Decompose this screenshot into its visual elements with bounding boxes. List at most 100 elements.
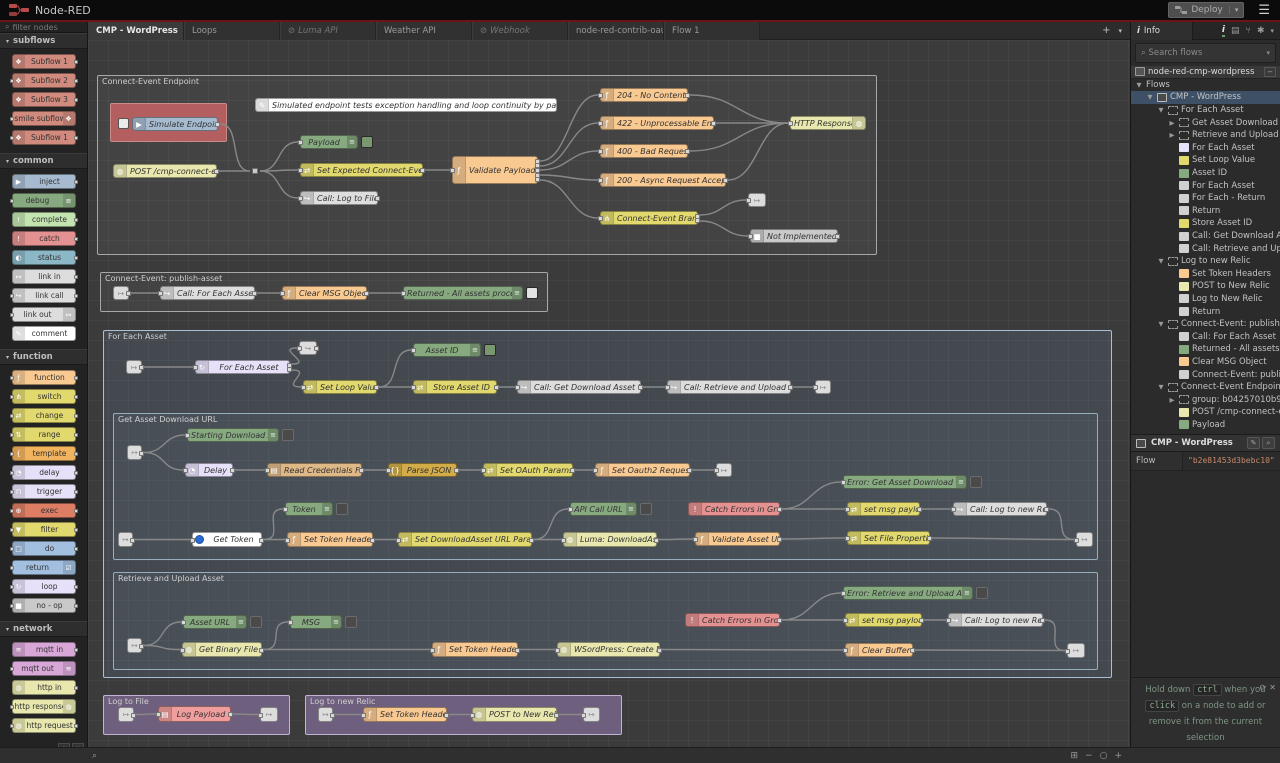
palette-node-delay[interactable]: ◔delay [9, 465, 78, 480]
palette-node-link-out[interactable]: link out↦ [9, 307, 76, 322]
palette-node-do[interactable]: □do [9, 541, 78, 556]
input-port[interactable] [156, 712, 161, 717]
palette-category-function[interactable]: ▾function [0, 349, 87, 365]
input-port[interactable] [411, 348, 416, 353]
output-port[interactable] [454, 468, 459, 473]
wire[interactable] [289, 347, 300, 365]
output-port[interactable] [420, 168, 425, 173]
input-port[interactable] [9, 414, 14, 418]
output-port[interactable] [1040, 618, 1045, 623]
palette-node-debug[interactable]: debug≡ [9, 193, 76, 208]
palette-node-template[interactable]: {template [9, 446, 78, 461]
wire[interactable] [1048, 508, 1075, 541]
input-port[interactable] [9, 136, 14, 140]
flow-node-lo3[interactable]: ↦ [813, 380, 831, 394]
flow-node-Error:-Retrieve-and-Upload-Ass[interactable]: Error: Retrieve and Upload Asset≡ [841, 586, 973, 600]
tree-item-group:-b04257010b95f355[interactable]: ▶group: b04257010b95f355 [1169, 394, 1280, 405]
tree-item-Return[interactable]: Return [1131, 205, 1280, 218]
debug-toggle-off[interactable] [282, 429, 294, 441]
flow-node-Call:-Log-to-new-Relic[interactable]: ↪Call: Log to new Relic [946, 613, 1045, 627]
deploy-button[interactable]: Deploy ▾ [1168, 2, 1245, 18]
output-port[interactable] [73, 294, 78, 298]
output-port[interactable] [359, 468, 364, 473]
tree-item-Call:-Get-Download-Asset[interactable]: Call: Get Download Asset [1131, 230, 1280, 243]
tree-item-Call:-Retrieve-and-Upload[interactable]: Call: Retrieve and Upload [1131, 242, 1280, 255]
output-port[interactable] [73, 686, 78, 690]
tree-item-For-Each-Asset[interactable]: ▼For Each Asset [1158, 105, 1244, 116]
input-port[interactable] [9, 528, 14, 532]
input-port[interactable] [9, 509, 14, 513]
input-port[interactable] [9, 566, 14, 570]
output-port[interactable] [73, 218, 78, 222]
output-port[interactable] [535, 163, 540, 169]
input-port[interactable] [288, 620, 293, 625]
debug-toggle-off[interactable] [345, 616, 357, 628]
tab-info[interactable]: i Info [1131, 21, 1193, 40]
palette-search-input[interactable]: ⌕ filter nodes [0, 22, 87, 33]
input-port[interactable] [361, 712, 366, 718]
tab-Luma-API[interactable]: ⊘Luma API [280, 22, 376, 40]
debug-toggle-off[interactable] [970, 476, 982, 488]
debug-toggle-on[interactable] [361, 136, 373, 148]
palette-category-network[interactable]: ▾network [0, 621, 87, 637]
tree-item-Clear-MSG-Object[interactable]: Clear MSG Object [1131, 356, 1280, 369]
output-port[interactable] [73, 509, 78, 513]
tree-item-Log-to-new-Relic[interactable]: ▼Log to new Relic [1158, 256, 1251, 267]
input-port[interactable] [9, 724, 14, 728]
input-port[interactable] [598, 93, 603, 98]
output-port[interactable] [73, 604, 78, 608]
output-port[interactable] [73, 724, 78, 728]
input-port[interactable] [841, 480, 846, 485]
input-port[interactable] [411, 385, 416, 390]
output-port[interactable] [139, 365, 144, 370]
tree-item-CMP---WordPress[interactable]: ▼CMP - WordPress [1131, 91, 1280, 104]
palette-category-subflows[interactable]: ▾subflows [0, 33, 87, 49]
output-port[interactable] [515, 647, 520, 653]
input-port[interactable] [1065, 648, 1070, 654]
output-port[interactable] [374, 385, 379, 390]
flow-node-Simulated-endpoint-tests-excep[interactable]: ✎Simulated endpoint tests exception hand… [255, 98, 557, 112]
flow-node-HTTP-Response[interactable]: HTTP Response◍ [788, 116, 866, 130]
flow-node-lcs[interactable]: ↪ [297, 341, 319, 355]
tree-item-Get-Asset-Download-URL[interactable]: ▶Get Asset Download URL [1169, 117, 1280, 128]
input-port[interactable] [843, 618, 848, 623]
input-port[interactable] [298, 140, 303, 145]
wire[interactable] [143, 644, 181, 651]
output-port[interactable] [73, 256, 78, 260]
sidebar-debug-tab-icon[interactable]: ✱ [1256, 25, 1265, 36]
flow-node-Parse-JSON[interactable]: {}Parse JSON [386, 463, 459, 477]
flow-node-Luma:-DownloadAsset[interactable]: ◍Luma: DownloadAsset [561, 532, 659, 547]
flow-node-lo3b[interactable]: ↦ [1065, 643, 1085, 658]
input-port[interactable] [951, 507, 956, 512]
input-port[interactable] [9, 604, 14, 608]
flow-node-Simulate-Endpoint[interactable]: ▶Simulate Endpoint [132, 117, 220, 131]
flow-edit-button[interactable]: ✎ [1247, 437, 1260, 449]
flow-node-li3a2[interactable]: ↦ [118, 532, 135, 547]
chevron-down-icon[interactable]: ▼ [1158, 106, 1164, 115]
input-port[interactable] [845, 536, 850, 541]
input-port[interactable] [748, 234, 753, 239]
input-port[interactable] [280, 291, 285, 296]
flow-node-Set-Loop-Value[interactable]: ⇄Set Loop Value [301, 380, 379, 394]
output-port[interactable] [927, 536, 932, 541]
flow-node-POST-/cmp-connect-event[interactable]: ◍POST /cmp-connect-event [113, 164, 219, 178]
input-port[interactable] [598, 149, 603, 154]
debug-toggle-off[interactable] [250, 616, 262, 628]
output-port[interactable] [835, 234, 840, 239]
wire[interactable] [539, 174, 599, 181]
flow-node-MSG[interactable]: MSG≡ [288, 615, 342, 629]
chevron-right-icon[interactable]: ▶ [1169, 131, 1175, 140]
output-port[interactable] [287, 362, 292, 368]
tree-item-Connect-Event:-publish-asset[interactable]: ▼Connect-Event: publish-asset [1158, 319, 1280, 330]
palette-node-link-in[interactable]: ↦link in [11, 269, 78, 284]
output-port[interactable] [535, 177, 540, 183]
output-port[interactable] [73, 648, 78, 652]
input-port[interactable] [568, 507, 573, 512]
flow-search-button[interactable]: ⌕ [1262, 437, 1275, 449]
wire[interactable] [781, 481, 842, 510]
